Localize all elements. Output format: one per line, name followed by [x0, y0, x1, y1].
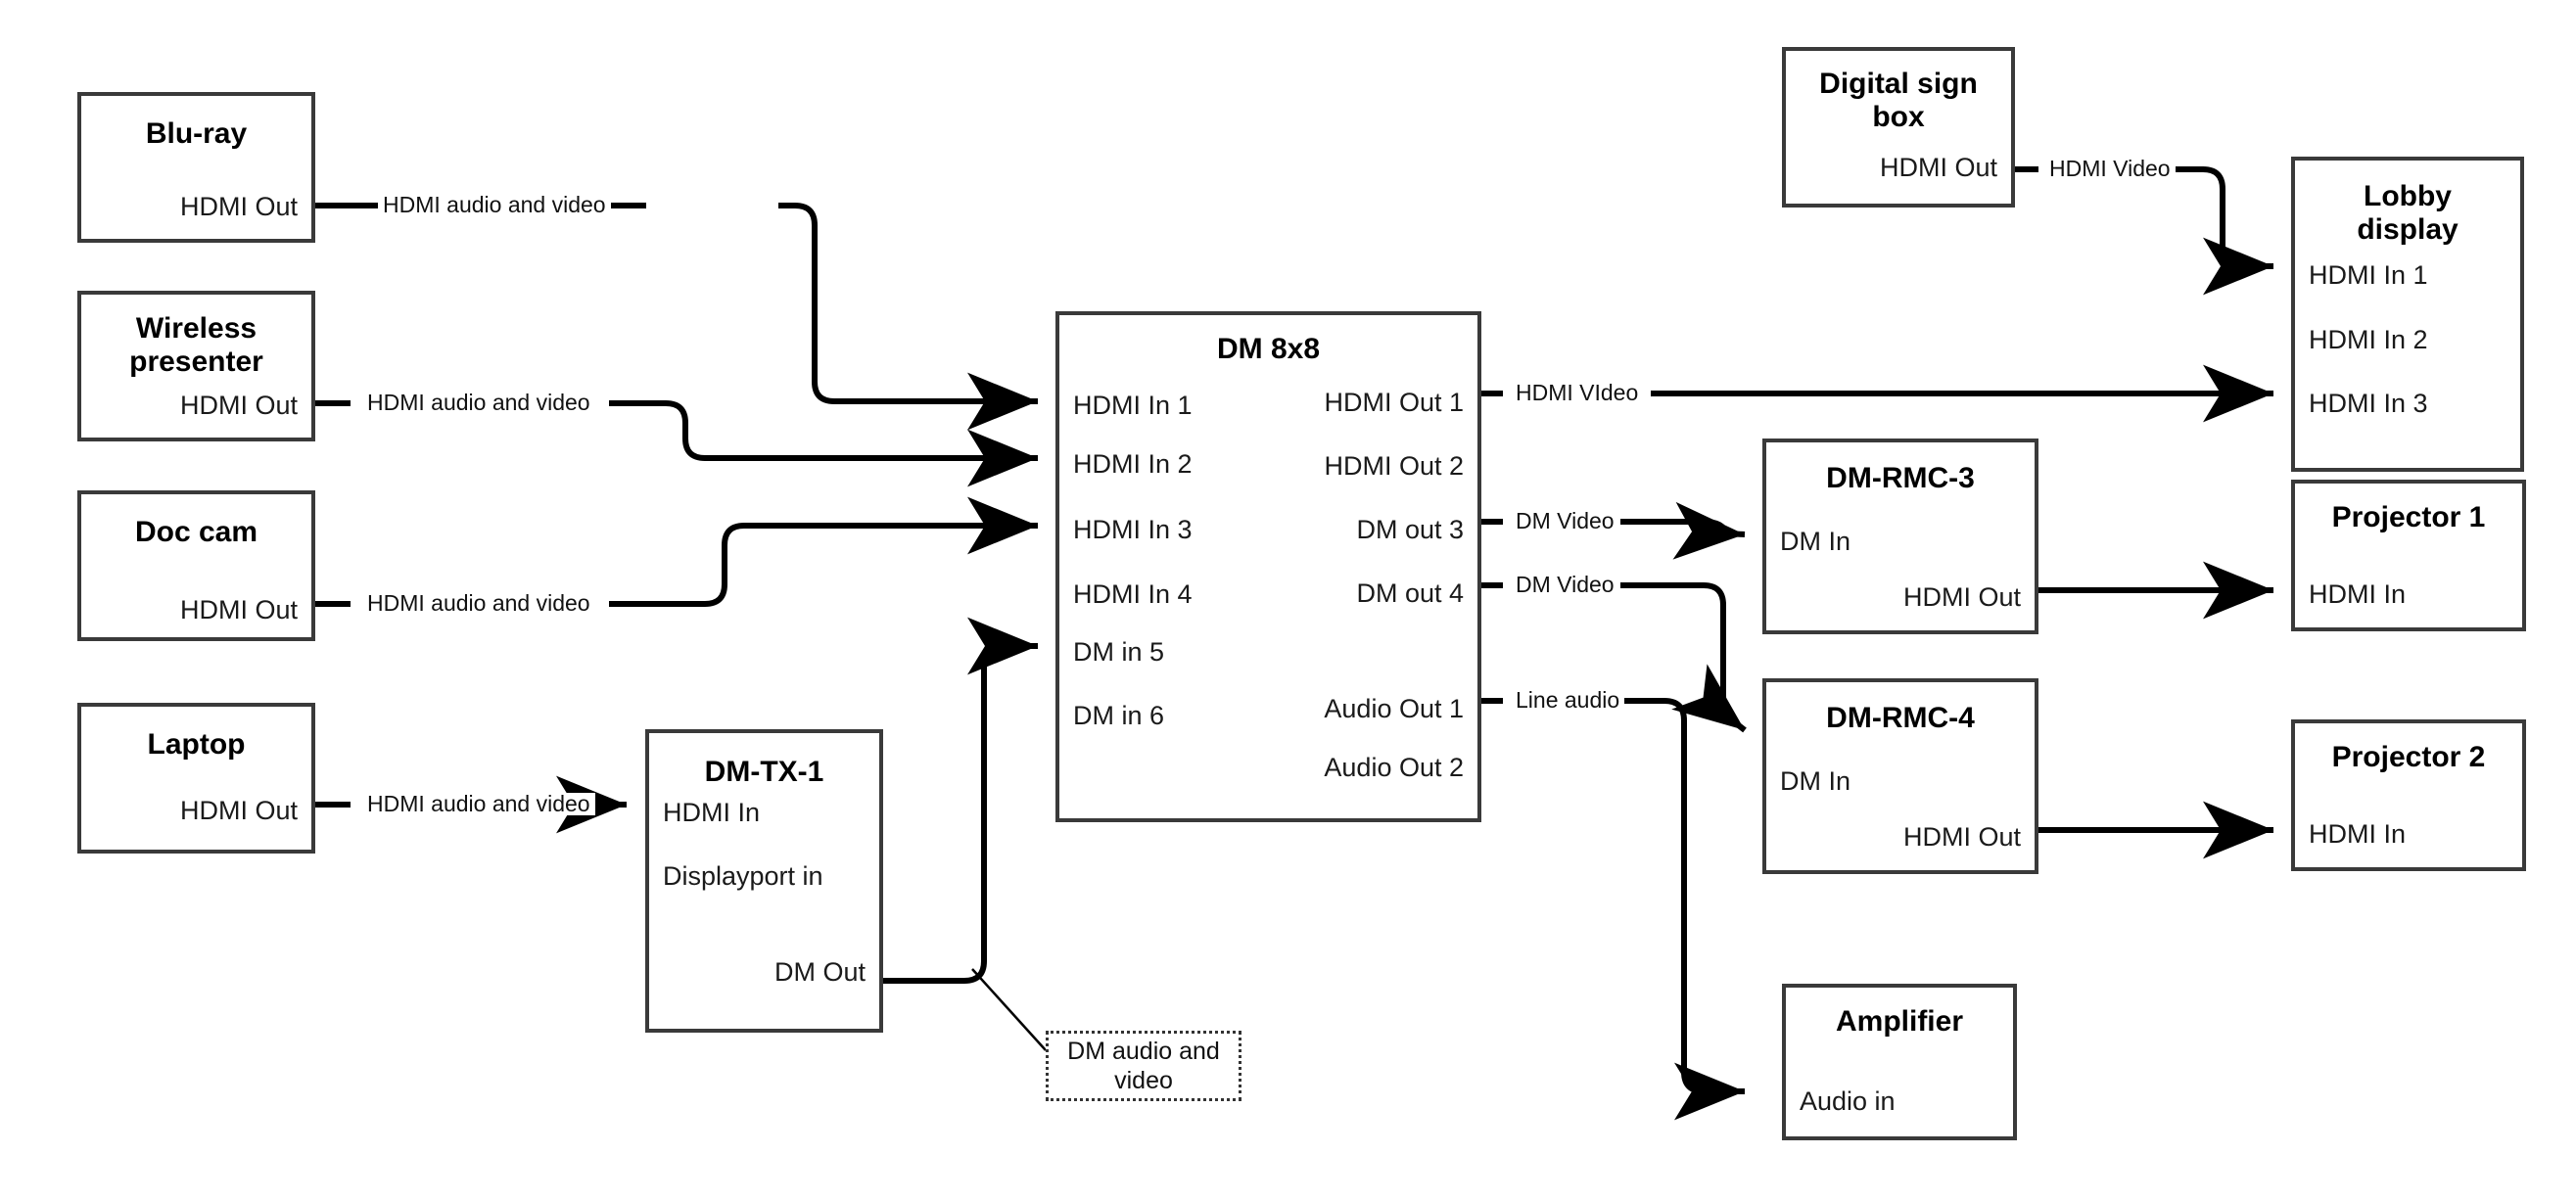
port-dm-8x8-audio-out-2: Audio Out 2	[1324, 753, 1464, 782]
port-dm-8x8-audio-out-1: Audio Out 1	[1324, 694, 1464, 723]
node-dm-tx-1[interactable]: DM-TX-1 HDMI In Displayport in DM Out	[645, 729, 883, 1033]
port-dm-rmc-4-hdmi-out: HDMI Out	[1902, 822, 2021, 852]
port-dm-rmc-3-hdmi-out: HDMI Out	[1902, 582, 2021, 612]
node-laptop-title: Laptop	[147, 728, 246, 761]
node-dm-rmc-4[interactable]: DM-RMC-4 DM In HDMI Out	[1762, 678, 2038, 874]
port-lobby-display-hdmi-in-1: HDMI In 1	[2309, 260, 2428, 290]
port-wireless-presenter-hdmi-out: HDMI Out	[179, 391, 298, 420]
note-leader-line	[971, 968, 1047, 1051]
port-dm-8x8-dm-in-5: DM in 5	[1073, 637, 1165, 667]
node-projector-1[interactable]: Projector 1 HDMI In	[2291, 480, 2526, 631]
port-dm-8x8-hdmi-in-2: HDMI In 2	[1073, 449, 1193, 479]
wire-label-audio-out-1-to-amplifier: Line audio	[1511, 689, 1625, 712]
port-dm-8x8-dm-out-3: DM out 3	[1356, 515, 1464, 544]
node-dm-rmc-3-title: DM-RMC-3	[1826, 462, 1975, 494]
port-dm-8x8-dm-out-4: DM out 4	[1356, 578, 1464, 608]
port-dm-8x8-hdmi-in-3: HDMI In 3	[1073, 515, 1193, 544]
node-blu-ray-title: Blu-ray	[145, 117, 248, 150]
node-dm-rmc-3[interactable]: DM-RMC-3 DM In HDMI Out	[1762, 439, 2038, 634]
port-projector-1-hdmi-in: HDMI In	[2309, 579, 2407, 609]
port-dm-8x8-hdmi-in-4: HDMI In 4	[1073, 579, 1193, 609]
wire-label-laptop-to-dm-tx-1: HDMI audio and video	[362, 793, 595, 815]
wire-dm-tx-1-to-dm-in-5	[883, 617, 1038, 984]
node-dm-tx-1-title: DM-TX-1	[704, 756, 824, 788]
node-wireless-presenter[interactable]: Wireless presenter HDMI Out	[77, 291, 315, 441]
annotation-dm-audio-video-text: DM audio and video	[1067, 1037, 1220, 1095]
wire-label-dm-out-4-to-rmc-4: DM Video	[1511, 574, 1619, 596]
port-dm-8x8-hdmi-out-1: HDMI Out 1	[1324, 388, 1464, 417]
node-dm-rmc-4-title: DM-RMC-4	[1826, 702, 1975, 734]
node-blu-ray[interactable]: Blu-ray HDMI Out	[77, 92, 315, 243]
node-digital-sign-box-title: Digital sign box	[1819, 68, 1978, 133]
port-dm-8x8-hdmi-out-2: HDMI Out 2	[1324, 451, 1464, 481]
port-doc-cam-hdmi-out: HDMI Out	[179, 595, 298, 624]
node-digital-sign-box[interactable]: Digital sign box HDMI Out	[1782, 47, 2015, 208]
node-dm-8x8[interactable]: DM 8x8 HDMI In 1 HDMI In 2 HDMI In 3 HDM…	[1055, 311, 1481, 822]
node-projector-1-title: Projector 1	[2331, 501, 2486, 533]
node-projector-2[interactable]: Projector 2 HDMI In	[2291, 719, 2526, 871]
port-laptop-hdmi-out: HDMI Out	[179, 796, 298, 825]
node-doc-cam-title: Doc cam	[134, 516, 258, 548]
node-lobby-display-title: Lobby display	[2357, 180, 2459, 246]
wire-label-blu-ray-to-dm-in-1: HDMI audio and video	[378, 194, 611, 216]
port-dm-8x8-hdmi-in-1: HDMI In 1	[1073, 391, 1193, 420]
wire-label-doc-cam-to-dm-in-3: HDMI audio and video	[362, 592, 595, 615]
node-amplifier[interactable]: Amplifier Audio in	[1782, 984, 2017, 1140]
node-lobby-display[interactable]: Lobby display HDMI In 1 HDMI In 2 HDMI I…	[2291, 157, 2524, 472]
node-dm-8x8-title: DM 8x8	[1216, 333, 1321, 365]
node-amplifier-title: Amplifier	[1835, 1005, 1964, 1038]
port-dm-rmc-4-dm-in: DM In	[1780, 766, 1851, 796]
wire-label-wireless-to-dm-in-2: HDMI audio and video	[362, 392, 595, 414]
port-amplifier-audio-in: Audio in	[1800, 1086, 1896, 1116]
port-blu-ray-hdmi-out: HDMI Out	[179, 192, 298, 221]
node-doc-cam[interactable]: Doc cam HDMI Out	[77, 490, 315, 641]
port-lobby-display-hdmi-in-3: HDMI In 3	[2309, 389, 2428, 418]
port-dm-tx-1-displayport-in: Displayport in	[663, 861, 823, 891]
port-dm-tx-1-hdmi-in: HDMI In	[663, 798, 761, 827]
port-digital-sign-box-hdmi-out: HDMI Out	[1879, 153, 1997, 182]
port-projector-2-hdmi-in: HDMI In	[2309, 819, 2407, 849]
annotation-dm-audio-video: DM audio and video	[1046, 1031, 1241, 1101]
port-dm-8x8-dm-in-6: DM in 6	[1073, 701, 1165, 730]
wire-blu-ray-to-dm-in-1	[315, 203, 1038, 401]
node-laptop[interactable]: Laptop HDMI Out	[77, 703, 315, 854]
wire-audio-out-1-to-amplifier	[1481, 698, 1745, 1091]
wire-label-sign-box-to-lobby-in-1: HDMI Video	[2044, 158, 2176, 180]
node-projector-2-title: Projector 2	[2331, 741, 2486, 773]
wire-sign-box-to-lobby-in-1	[2015, 166, 2273, 266]
node-wireless-presenter-title: Wireless presenter	[129, 312, 263, 378]
wire-label-dm-out-3-to-rmc-3: DM Video	[1511, 510, 1619, 532]
port-lobby-display-hdmi-in-2: HDMI In 2	[2309, 325, 2428, 354]
wire-label-dm-out-1-to-lobby-in-3: HDMI VIdeo	[1511, 382, 1644, 404]
port-dm-rmc-3-dm-in: DM In	[1780, 527, 1851, 556]
port-dm-tx-1-dm-out: DM Out	[773, 957, 866, 987]
